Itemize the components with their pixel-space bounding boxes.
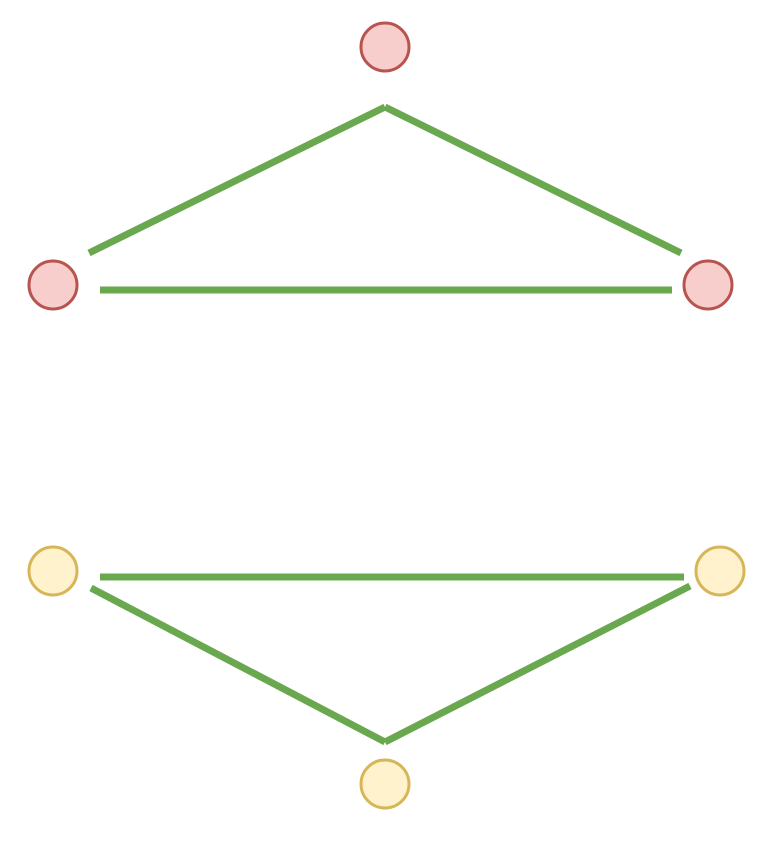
edge-red-top-red-right bbox=[383, 103, 683, 257]
node-yellow-left[interactable] bbox=[27, 545, 79, 597]
edge-red-top-red-left bbox=[87, 103, 387, 257]
edges-layer bbox=[87, 103, 692, 746]
edge-yellow-left-yellow-bottom bbox=[89, 584, 387, 746]
node-yellow-right[interactable] bbox=[694, 545, 746, 597]
node-yellow-bottom[interactable] bbox=[359, 758, 411, 810]
edge-yellow-right-yellow-bottom bbox=[383, 582, 692, 746]
node-red-top[interactable] bbox=[359, 21, 411, 73]
nodes-layer bbox=[27, 21, 746, 810]
node-red-left[interactable] bbox=[27, 259, 79, 311]
node-red-right[interactable] bbox=[682, 259, 734, 311]
